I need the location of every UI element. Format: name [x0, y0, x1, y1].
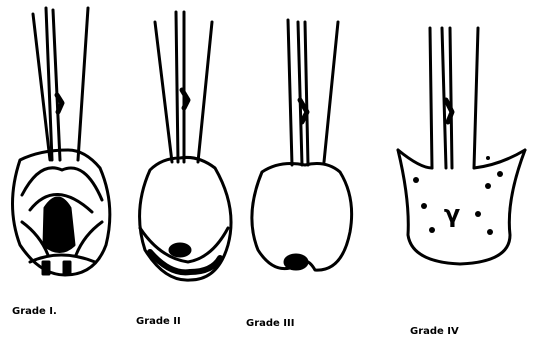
grade-4-pipette-outer-left [430, 28, 432, 168]
grade-3-base-blob [285, 255, 307, 269]
grade-1-label: Grade I. [12, 306, 57, 317]
grade-4-figure [398, 28, 525, 264]
grade-3-pipette-inner-left [298, 22, 302, 165]
grade-1-pipette-inner-right [53, 10, 60, 160]
grade-1-right-streak [76, 222, 102, 255]
grade-4-gamma-symbol: γ [444, 200, 460, 228]
grade-3-pipette-inner-right [305, 22, 308, 165]
grade-1-base-band [30, 255, 95, 262]
grade-1-base-block-right [64, 262, 70, 274]
grade-2-base-blob [170, 244, 190, 256]
grade-4-pipette-inner-right [450, 28, 452, 168]
grade-2-pipette-outer-right [198, 22, 212, 162]
grade-3-label: Grade III [246, 318, 294, 329]
grade-4-pipette-outer-right [474, 28, 478, 168]
grade-2-pipette-outer-left [155, 22, 172, 162]
grade-1-pipette-outer-right [78, 8, 88, 160]
grade-3-figure [252, 20, 352, 270]
grade-1-figure [13, 8, 110, 275]
grade-1-dark-core [44, 198, 74, 252]
grade-2-figure [140, 12, 231, 280]
grade-2-pipette-inner-left [176, 12, 178, 162]
grade-4-rim-left [398, 150, 432, 168]
grade-4-label: Grade IV [410, 326, 459, 337]
grade-4-residue-outline [398, 150, 525, 264]
grade-2-label: Grade II [136, 316, 181, 327]
grade-3-pipette-outer-right [324, 22, 338, 162]
grade-1-base-block-left [43, 262, 49, 274]
grade-4-rim-right [474, 150, 525, 168]
grade-3-cell-outline [252, 164, 352, 271]
grade-3-pipette-outer-left [288, 20, 292, 165]
